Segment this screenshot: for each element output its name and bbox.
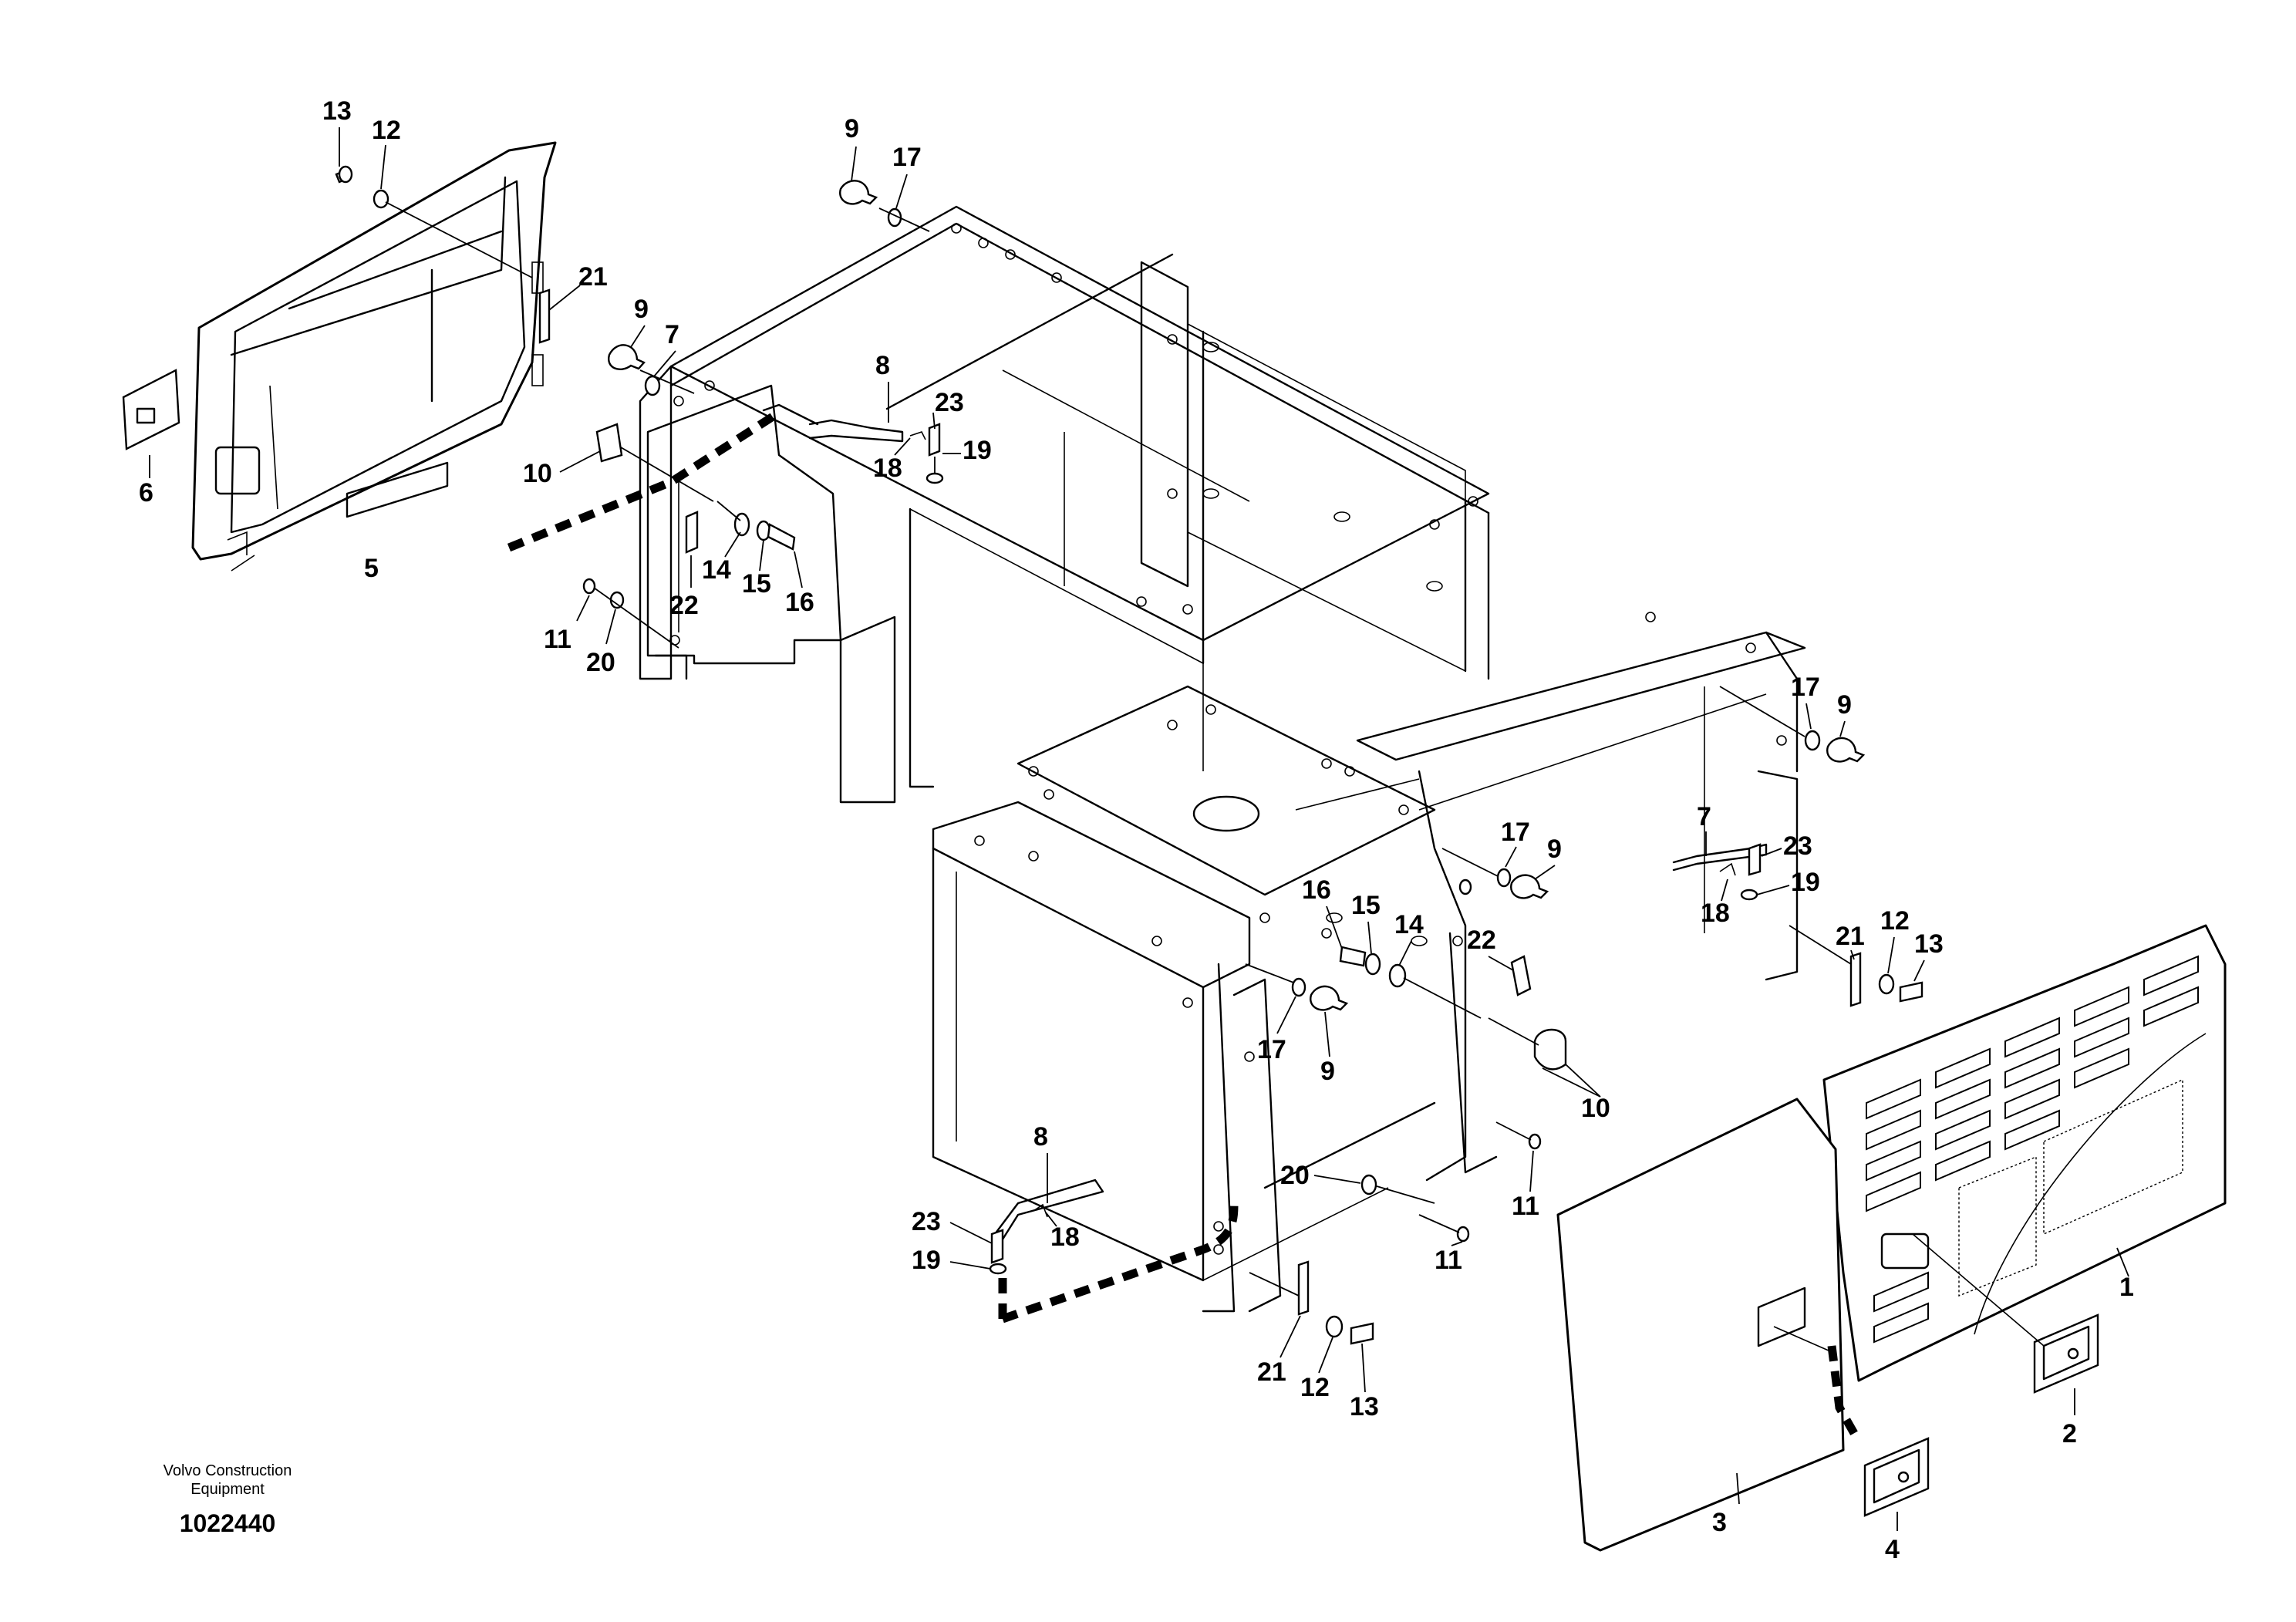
- hardware: [335, 165, 1923, 1345]
- callout: 12: [372, 116, 401, 145]
- callout: 11: [1435, 1246, 1462, 1275]
- callout: 12: [1880, 906, 1910, 936]
- callout: 12: [1300, 1373, 1330, 1402]
- drawing-number: 1022440: [179, 1509, 276, 1537]
- callout: 7: [665, 320, 679, 349]
- rear-right-door-1: [1822, 924, 2227, 1382]
- callout: 21: [578, 262, 608, 292]
- callout: 4: [1885, 1535, 1900, 1564]
- callout: 21: [1836, 922, 1865, 951]
- callout: 1: [2119, 1273, 2134, 1302]
- callout: 19: [1791, 868, 1820, 897]
- callout: 18: [1701, 899, 1730, 928]
- callout: 9: [845, 114, 859, 143]
- callout: 8: [1033, 1122, 1048, 1152]
- callout: 3: [1712, 1508, 1727, 1537]
- callout: 8: [875, 351, 890, 380]
- callout: 22: [1467, 926, 1496, 955]
- callout: 17: [1257, 1035, 1286, 1064]
- callout: 23: [1783, 831, 1812, 861]
- callout: 6: [139, 478, 153, 508]
- left-door-panel: [191, 141, 557, 572]
- callout: 13: [1914, 929, 1944, 959]
- callout: 10: [1581, 1094, 1610, 1123]
- callout: 19: [963, 436, 992, 465]
- brand-line-1: Volvo Construction: [163, 1462, 292, 1479]
- callout: 17: [1791, 673, 1820, 702]
- lock-2: [2033, 1313, 2099, 1415]
- lock-4: [1863, 1437, 1930, 1531]
- callout: 9: [1837, 690, 1852, 720]
- callout: 9: [1547, 835, 1562, 864]
- callout: 13: [322, 96, 352, 126]
- callout: 17: [892, 143, 922, 172]
- callout: 5: [364, 554, 379, 583]
- callout: 9: [634, 295, 649, 324]
- callout: 20: [586, 648, 615, 677]
- callout: 18: [1050, 1222, 1080, 1252]
- dashed-hidden-lines: [507, 409, 2045, 1437]
- brand-line-2: Equipment: [190, 1481, 265, 1498]
- callout: 22: [669, 591, 699, 620]
- callout: 10: [523, 459, 552, 488]
- callout: 16: [1302, 875, 1331, 905]
- callout: 20: [1280, 1161, 1310, 1190]
- callout: 23: [912, 1207, 941, 1236]
- callout: 15: [1351, 891, 1381, 920]
- callout: 7: [1697, 802, 1711, 831]
- callout: 2: [2062, 1419, 2077, 1448]
- callout: 21: [1257, 1357, 1286, 1387]
- callout: 16: [785, 588, 814, 617]
- latch-plate-6: [122, 369, 180, 478]
- title-block: Volvo Construction Equipment 1022440: [123, 1462, 332, 1538]
- callout: 19: [912, 1246, 941, 1275]
- callout: 17: [1501, 818, 1530, 847]
- callout: 14: [1394, 910, 1424, 939]
- callout-labels: 13 12 21 9 7 6 10 5 14 15 16 22 11 20 9 …: [139, 96, 2134, 1564]
- callout: 18: [873, 454, 902, 483]
- main-frame: [639, 205, 1806, 1313]
- callout: 23: [935, 388, 964, 417]
- callout: 11: [544, 625, 571, 654]
- callout: 9: [1320, 1057, 1335, 1086]
- callout: 11: [1512, 1192, 1539, 1221]
- callout: 13: [1350, 1392, 1379, 1421]
- front-right-door-3: [1556, 1098, 1845, 1552]
- callout: 15: [742, 569, 771, 599]
- callout: 14: [702, 555, 731, 585]
